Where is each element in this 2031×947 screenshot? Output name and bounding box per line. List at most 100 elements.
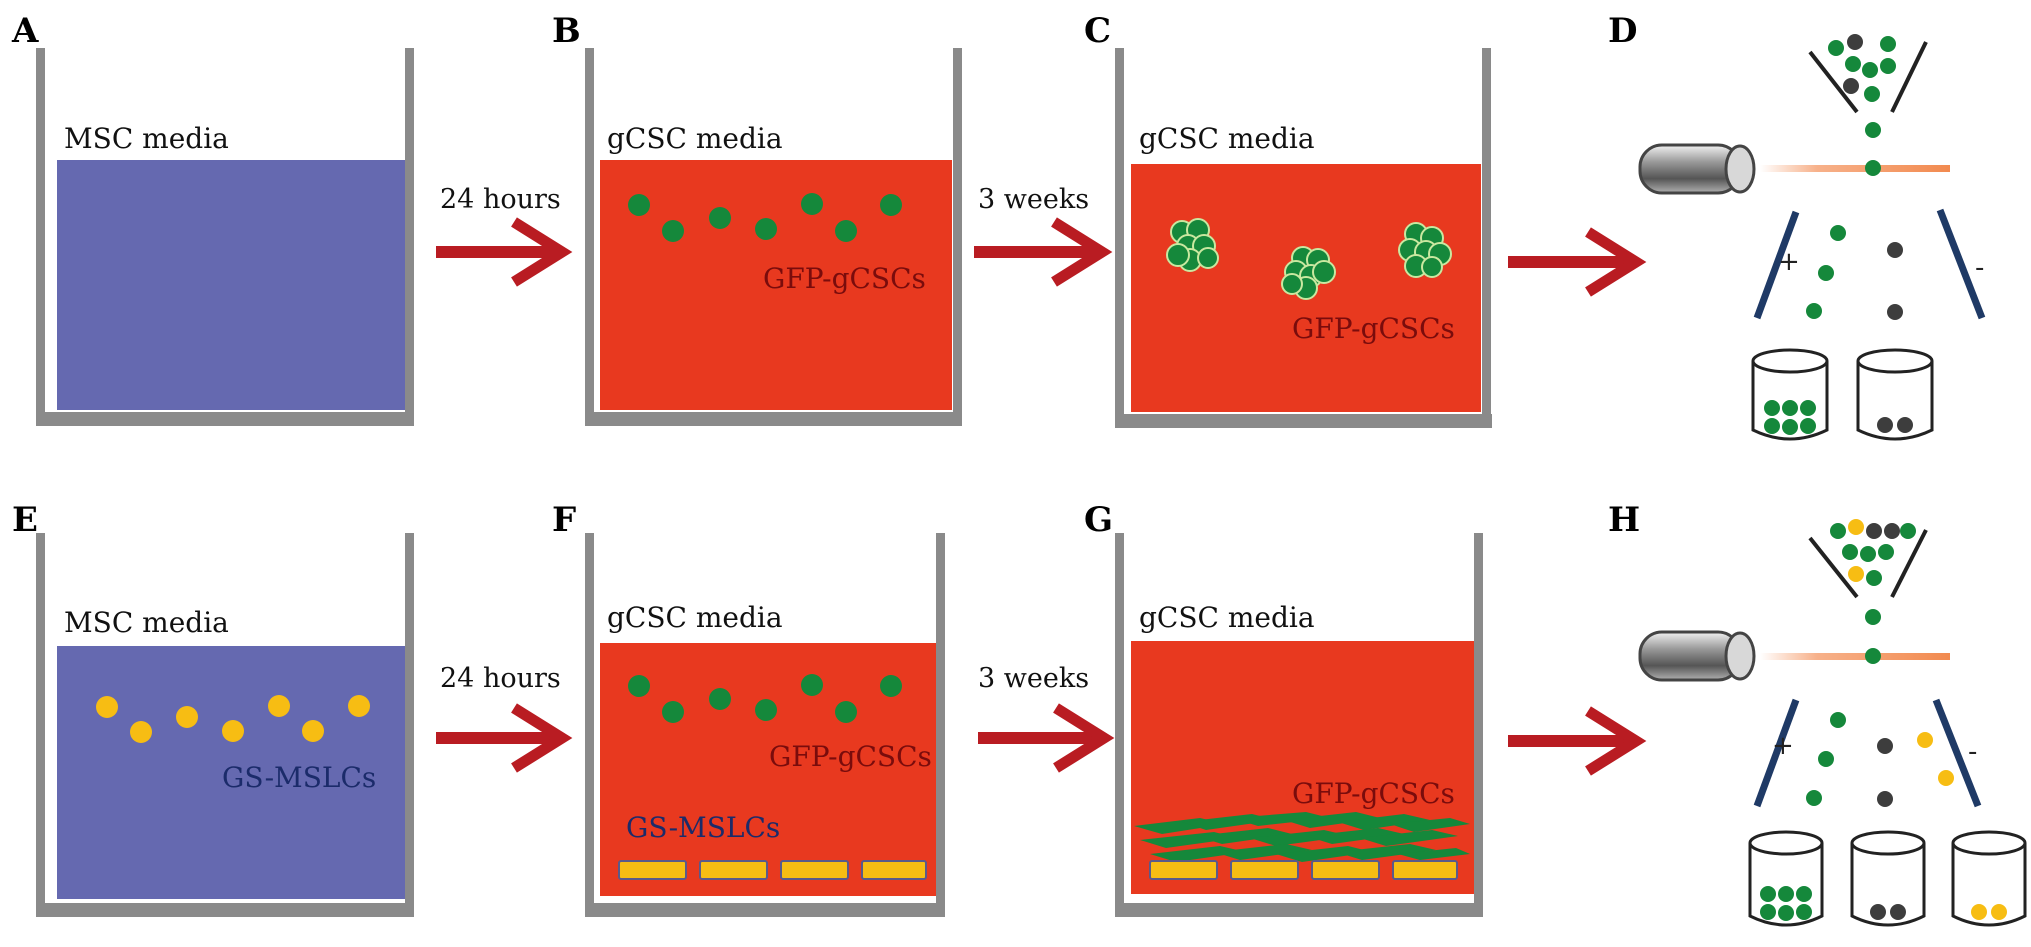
gfp-cell-mesh — [1134, 812, 1470, 862]
gs-mslc-cell — [1311, 860, 1380, 880]
media-label: gCSC media — [607, 122, 783, 155]
panel-g: G gCSC media GFP-gCSCs — [1084, 500, 1483, 917]
panel-letter-e: E — [12, 500, 38, 540]
gs-mslc-cell — [176, 706, 198, 728]
media-label: MSC media — [64, 122, 229, 155]
media-label: gCSC media — [1139, 122, 1315, 155]
gs-mslc-cell — [1848, 519, 1864, 535]
gfp-cell — [755, 218, 777, 240]
arrow-f-g: 3 weeks — [978, 663, 1115, 773]
funnel-wall-right — [1890, 529, 1928, 598]
gfp-cell — [1830, 712, 1846, 728]
dish-base — [1115, 903, 1483, 917]
gfp-cell — [1281, 273, 1303, 295]
gfp-cell — [1421, 256, 1443, 278]
dark-cell — [1887, 304, 1903, 320]
arrow-head — [511, 217, 573, 287]
gs-mslc-layer — [1149, 860, 1458, 880]
gs-mslc-cell — [222, 720, 244, 742]
gfp-cell — [1880, 58, 1896, 74]
arrow-shaft — [1508, 256, 1628, 268]
arrow-time-label: 24 hours — [440, 663, 561, 694]
gfp-cell — [709, 688, 731, 710]
msc-media — [57, 160, 405, 410]
arrow-head — [1585, 706, 1647, 776]
laser-beam — [1760, 653, 1950, 660]
arrow-shaft — [1508, 735, 1628, 747]
gs-mslc-cell — [1971, 904, 1987, 920]
gfp-cell — [1830, 225, 1846, 241]
gfp-cell — [755, 699, 777, 721]
gfp-cell — [1865, 648, 1881, 664]
gs-mslc-cell — [130, 721, 152, 743]
laser-source-end — [1724, 144, 1756, 194]
gfp-cell — [1806, 303, 1822, 319]
gs-mslc-cell — [1149, 860, 1218, 880]
laser-source-end — [1724, 631, 1756, 681]
gs-mslc-cell — [1991, 904, 2007, 920]
gfp-cell — [1860, 546, 1876, 562]
funnel-wall-left — [1808, 50, 1859, 114]
gs-mslc-cell — [348, 695, 370, 717]
gfp-cell — [1818, 751, 1834, 767]
dish-base — [585, 903, 945, 917]
deflector-plate-negative — [1936, 208, 1986, 320]
funnel-wall-right — [1890, 41, 1928, 113]
gfp-cell — [1862, 62, 1878, 78]
gfp-cell — [1796, 886, 1812, 902]
dish-wall-left — [1115, 533, 1124, 909]
gfp-cell — [1806, 790, 1822, 806]
gfp-cell — [709, 207, 731, 229]
deflector-plate-positive — [1753, 210, 1800, 320]
gfp-cell — [662, 701, 684, 723]
arrow-time-label: 3 weeks — [978, 184, 1089, 215]
panel-letter-c: C — [1084, 11, 1111, 51]
positive-sign: + — [1778, 247, 1800, 277]
collection-tube-negative — [1850, 830, 1926, 927]
panel-letter-h: H — [1608, 500, 1640, 540]
dish-wall-right — [405, 48, 414, 418]
dark-cell — [1887, 242, 1903, 258]
gfp-gcscs-label: GFP-gCSCs — [1292, 777, 1455, 810]
arrow-a-b: 24 hours — [436, 184, 573, 287]
collection-tube-gfp — [1751, 348, 1829, 441]
gfp-cell — [880, 675, 902, 697]
gs-mslcs-label: GS-MSLCs — [222, 761, 376, 794]
deflector-plate-negative — [1932, 698, 1982, 808]
gfp-cell — [1760, 904, 1776, 920]
gcsc-media — [600, 643, 936, 896]
gs-mslc-cell — [302, 720, 324, 742]
arrow-time-label: 3 weeks — [978, 663, 1089, 694]
collection-tube-gfp — [1748, 830, 1824, 927]
gfp-cell — [1842, 544, 1858, 560]
positive-sign: + — [1772, 731, 1794, 761]
gfp-gcscs-label: GFP-gCSCs — [769, 740, 932, 773]
arrow-head — [1053, 703, 1115, 773]
panel-b: B gCSC media GFP-gCSCs — [552, 11, 962, 426]
gfp-cell — [1760, 886, 1776, 902]
msc-media — [57, 646, 405, 899]
gfp-cell-group — [628, 674, 902, 723]
gfp-cell — [1830, 523, 1846, 539]
dark-cell — [1843, 78, 1859, 94]
gs-mslc-cell — [1392, 860, 1458, 880]
gfp-cell — [1865, 160, 1881, 176]
gfp-cell — [662, 220, 684, 242]
panel-letter-g: G — [1084, 500, 1113, 540]
gfp-cell — [1828, 40, 1844, 56]
dish-wall-left — [36, 533, 45, 909]
gs-mslc-cell — [96, 696, 118, 718]
gs-mslc-cell — [618, 860, 687, 880]
gfp-cell — [1865, 609, 1881, 625]
gfp-cell — [628, 675, 650, 697]
panel-d: D + - — [1608, 11, 1986, 441]
gs-mslcs-label: GS-MSLCs — [626, 811, 780, 844]
dark-cell — [1877, 791, 1893, 807]
dish-wall-right — [936, 533, 945, 909]
arrow-shaft — [436, 246, 556, 258]
gfp-cell — [1764, 418, 1780, 434]
arrow-head — [511, 703, 573, 773]
arrow-shaft — [974, 246, 1096, 258]
panel-a: A MSC media — [11, 11, 414, 426]
panel-letter-b: B — [552, 11, 581, 51]
